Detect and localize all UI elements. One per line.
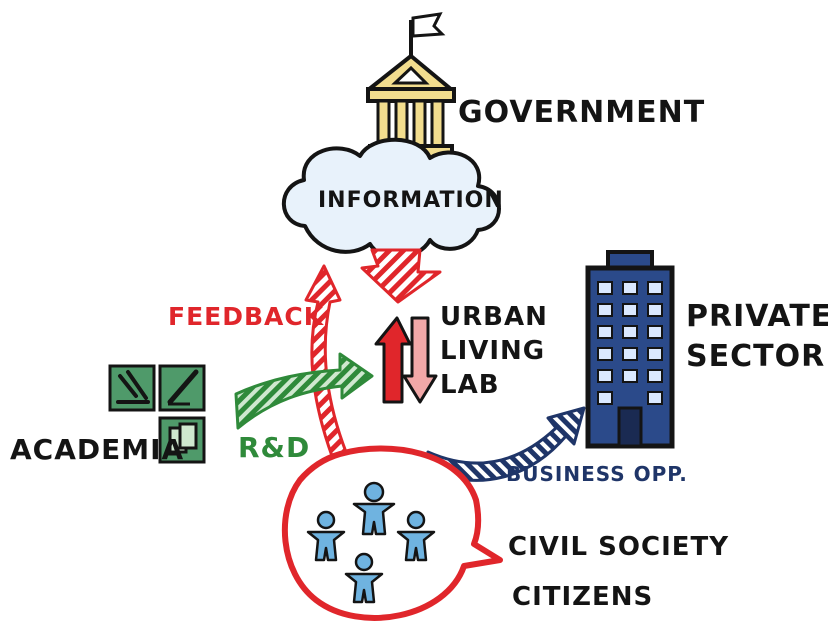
- citizens-label: CITIZENS: [512, 582, 654, 612]
- government-building-icon: [366, 12, 456, 162]
- rd-label: R&D: [238, 431, 311, 464]
- academia-icons: [108, 364, 206, 464]
- rd-arrow: [234, 352, 374, 430]
- office-building-icon: [585, 250, 675, 449]
- information-down-arrow: [360, 248, 442, 304]
- information-label: INFORMATION: [318, 188, 504, 213]
- sector-label: SECTOR: [686, 339, 826, 374]
- urban-label: URBAN: [440, 302, 548, 332]
- civil-society-label: CIVIL SOCIETY: [508, 532, 730, 562]
- feedback-label: FEEDBACK: [168, 302, 325, 331]
- government-label: GOVERNMENT: [458, 95, 706, 130]
- lab-label: LAB: [440, 370, 500, 400]
- citizens-icon: [306, 481, 436, 604]
- civil-society-bubble: [281, 445, 503, 621]
- business-opp-label: BUSINESS OPP.: [506, 462, 688, 486]
- private-label: PRIVATE: [686, 299, 828, 334]
- urban-living-lab-arrows-icon: [374, 316, 438, 404]
- living-label: LIVING: [440, 336, 546, 366]
- academia-label: ACADEMIA: [10, 433, 185, 466]
- feedback-arrow: [304, 264, 348, 458]
